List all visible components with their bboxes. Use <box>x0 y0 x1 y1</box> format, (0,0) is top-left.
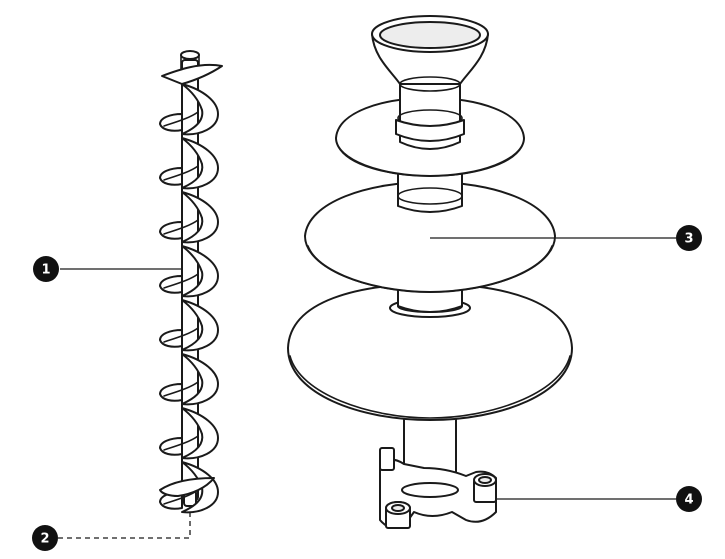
auger-flight-blade <box>181 407 219 460</box>
auger-shaft-top <box>180 50 200 60</box>
auger-flight-edge <box>163 435 199 451</box>
auger-flight-blade <box>181 245 219 298</box>
auger-flight-lip <box>159 275 183 294</box>
auger-flight-edge <box>163 273 199 289</box>
auger-flight-edge <box>163 327 199 343</box>
auger-flight-bottom <box>159 477 215 497</box>
auger-flight-lip <box>159 437 183 456</box>
callout-badge-1: 1 <box>33 256 59 282</box>
auger-flight-lip <box>159 383 183 402</box>
crown-column <box>395 79 465 150</box>
crown-cup <box>371 15 489 92</box>
callout-badge-4: 4 <box>676 486 702 512</box>
auger-flight-blade <box>181 191 219 244</box>
callout-number-3: 3 <box>684 232 693 247</box>
auger-flight-edge <box>163 381 199 397</box>
auger-flight-edge <box>163 219 199 235</box>
fountain-tower <box>287 15 573 529</box>
auger-flight-edge <box>163 111 199 127</box>
auger-flight-lip <box>159 113 183 132</box>
auger-flight-edge <box>163 165 199 181</box>
auger-flight-lip <box>159 221 183 240</box>
auger-flight-lip <box>159 167 183 186</box>
auger-flight-blade <box>181 353 219 406</box>
callout-number-1: 1 <box>41 263 50 278</box>
callout-number-4: 4 <box>684 493 693 508</box>
auger-flight-blade <box>181 137 219 190</box>
callout-badge-3: 3 <box>676 225 702 251</box>
callout-badge-2: 2 <box>32 525 58 551</box>
leader-line-2 <box>58 506 191 539</box>
auger-flight-blade <box>181 299 219 352</box>
auger-flight-lip <box>159 329 183 348</box>
base-coupling <box>379 447 497 529</box>
auger-flight-top <box>161 64 223 85</box>
auger-screw <box>159 50 223 514</box>
tier-middle <box>304 181 556 293</box>
auger-flight-blade <box>181 83 219 136</box>
callout-number-2: 2 <box>40 532 49 547</box>
